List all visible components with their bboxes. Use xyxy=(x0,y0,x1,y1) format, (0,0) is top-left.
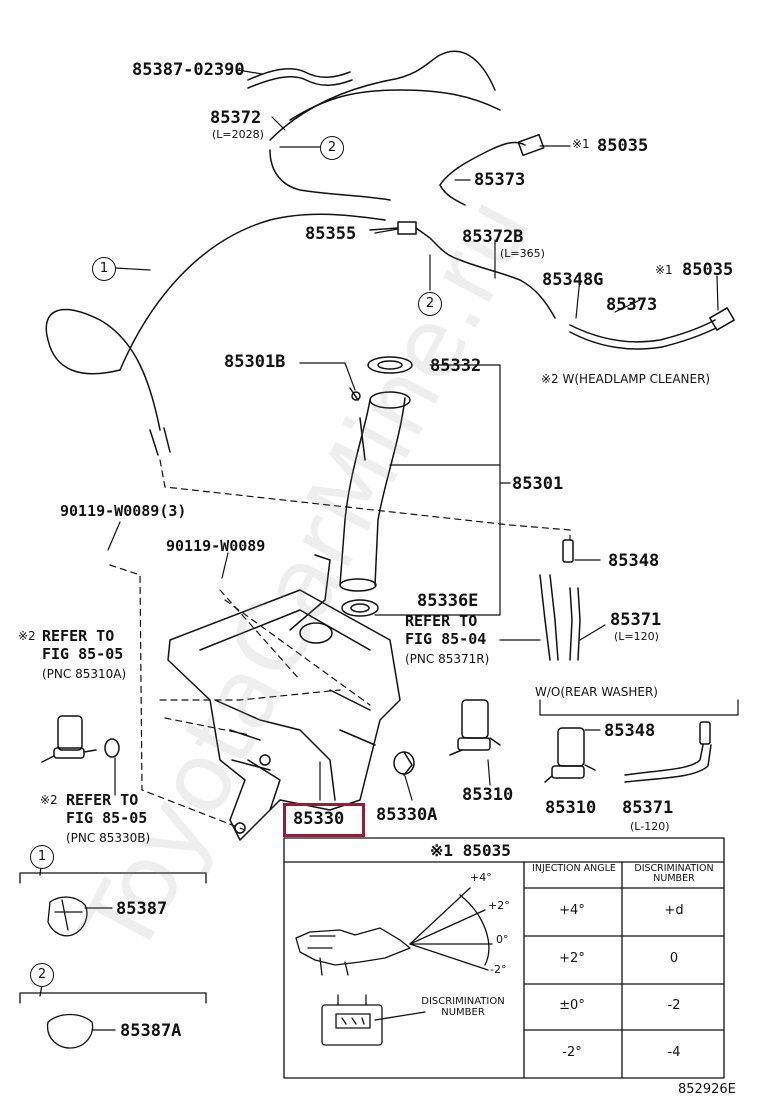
hose-85387-02390 xyxy=(247,68,353,89)
refer-fig-85-05b-line1: REFER TO xyxy=(66,791,139,809)
mark-85035-top: ※1 xyxy=(572,137,590,151)
refer-fig-85-05b-pnc: (PNC 85330B) xyxy=(66,831,151,845)
pump-85310a-ref xyxy=(41,715,97,763)
inset-2-circle: 2 xyxy=(30,963,54,987)
part-label-85336e: 85336E xyxy=(417,591,479,611)
part-label-85372: 85372 xyxy=(210,108,262,128)
angle-mark-zero: 0° xyxy=(496,933,509,946)
part-length-85371-a: (L=120) xyxy=(614,630,659,643)
part-label-90119-w0089: 90119-W0089 xyxy=(166,537,266,555)
detail-table-title: ※1 85035 xyxy=(430,841,511,860)
part-label-90119-w0089-3: 90119-W0089(3) xyxy=(60,502,187,520)
detail-table xyxy=(283,837,725,1079)
mark-ref-85-05a: ※2 xyxy=(18,629,36,643)
circle-mark-2-top: 2 xyxy=(320,136,344,160)
wo-rear-washer-label: W/O(REAR WASHER) xyxy=(535,685,658,699)
part-label-85332: 85332 xyxy=(430,356,482,376)
part-label-85372b: 85372B xyxy=(462,227,524,247)
pump-85310-wo-rear xyxy=(544,727,596,783)
refer-fig-85-05a-pnc: (PNC 85310A) xyxy=(42,667,127,681)
part-length-85372: (L=2028) xyxy=(212,128,264,141)
circle-mark-2-mid: 2 xyxy=(418,292,442,316)
table-row-3-number: -2 xyxy=(667,998,681,1013)
mark-ref-85-05b: ※2 xyxy=(40,793,58,807)
table-row-4-angle: -2° xyxy=(562,1045,582,1060)
table-row-3-angle: ±0° xyxy=(559,998,585,1013)
inset-1-part-85387: 85387 xyxy=(116,899,168,919)
part-label-85348-a: 85348 xyxy=(608,551,660,571)
callout-lines xyxy=(114,254,431,291)
refer-fig-85-05a-line1: REFER TO xyxy=(42,627,115,645)
refer-fig-85-05b-line2: FIG 85-05 xyxy=(66,809,148,827)
part-label-85371-b: 85371 xyxy=(622,798,674,818)
part-label-85373-top: 85373 xyxy=(474,170,526,190)
table-row-2-angle: +2° xyxy=(559,951,585,966)
part-label-85330[interactable]: 85330 xyxy=(293,809,345,829)
main-hose-85372 xyxy=(45,50,501,456)
discrimination-number-label: DISCRIMINATION NUMBER xyxy=(421,996,505,1018)
part-label-85310-a: 85310 xyxy=(462,785,514,805)
angle-mark-plus2: +2° xyxy=(488,899,510,912)
diagram-id: 852926E xyxy=(678,1082,736,1097)
refer-fig-85-04-line1: REFER TO xyxy=(405,612,478,630)
refer-fig-85-05a-line2: FIG 85-05 xyxy=(42,645,124,663)
part-label-85371-a: 85371 xyxy=(610,610,662,630)
part-label-85310-b: 85310 xyxy=(545,798,597,818)
part-length-85372b: (L=365) xyxy=(500,247,545,260)
highlight-box-85330[interactable] xyxy=(283,803,365,837)
part-label-85348-b: 85348 xyxy=(604,721,656,741)
check-valve-85348 xyxy=(562,539,711,745)
inset-1-circle: 1 xyxy=(30,845,54,869)
hose-85371-main xyxy=(539,574,581,661)
part-label-85035-right: 85035 xyxy=(682,260,734,280)
dashed-guides xyxy=(109,459,571,831)
part-label-85301b: 85301B xyxy=(224,352,286,372)
part-label-85035-top: 85035 xyxy=(597,136,649,156)
detail-table-header-injection: INJECTION ANGLE xyxy=(532,863,616,874)
part-label-85348g: 85348G xyxy=(542,270,604,290)
angle-mark-minus2: -2° xyxy=(490,963,507,976)
part-label-85373-right: 85373 xyxy=(606,295,658,315)
detail-table-header-discrimination: DISCRIMINATION NUMBER xyxy=(634,863,714,884)
part-length-85371-b: (L-120) xyxy=(630,820,670,833)
inset-2-part-85387a: 85387A xyxy=(120,1021,182,1041)
grommet-85330b-ref xyxy=(104,738,120,758)
hose-85371-wo-rear xyxy=(624,744,712,783)
grommet-85330a xyxy=(393,751,415,776)
headlamp-cleaner-note: ※2 W(HEADLAMP CLEANER) xyxy=(541,372,711,386)
part-label-85387-02390: 85387-02390 xyxy=(132,60,245,80)
mark-85035-right: ※1 xyxy=(655,263,673,277)
bolt-85301b xyxy=(349,387,361,401)
table-row-4-number: -4 xyxy=(667,1045,681,1060)
refer-fig-85-04-line2: FIG 85-04 xyxy=(405,630,487,648)
gasket-85336e xyxy=(341,599,379,617)
table-row-1-angle: +4° xyxy=(559,903,585,918)
filler-neck-85301 xyxy=(339,356,413,592)
inset-1-frame xyxy=(19,857,207,937)
joint-85355 xyxy=(369,221,556,319)
table-row-1-number: +d xyxy=(664,903,684,918)
table-row-2-number: 0 xyxy=(669,951,679,966)
hose-85373-right xyxy=(569,307,735,350)
part-label-85355: 85355 xyxy=(305,224,357,244)
refer-fig-85-04-pnc: (PNC 85371R) xyxy=(405,652,490,666)
part-label-85301: 85301 xyxy=(512,474,564,494)
angle-mark-plus4: +4° xyxy=(470,871,492,884)
pump-85310-main xyxy=(449,699,501,756)
hose-85373-top xyxy=(439,133,545,206)
leader-lines xyxy=(107,69,739,801)
circle-mark-1-main: 1 xyxy=(92,257,116,281)
part-label-85330a: 85330A xyxy=(376,805,438,825)
washer-tank-85330 xyxy=(167,554,401,841)
